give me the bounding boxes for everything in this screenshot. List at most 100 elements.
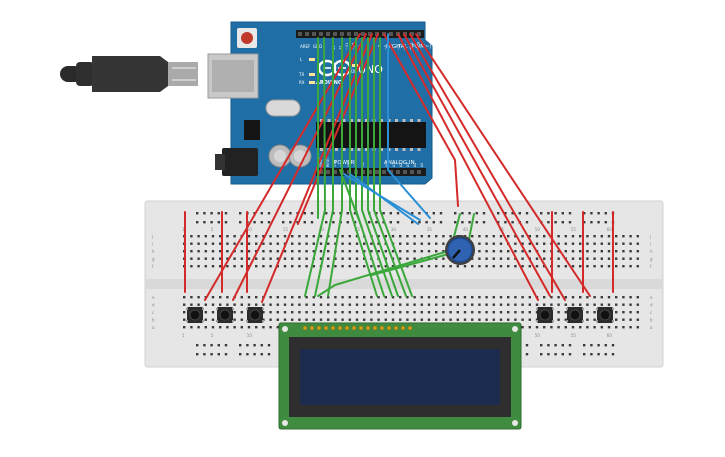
digital-pin-hole[interactable] (347, 32, 351, 36)
digital-pin-hole[interactable] (333, 32, 337, 36)
red-wire-button6[interactable] (409, 33, 566, 301)
green-wire-lcd6[interactable] (361, 37, 393, 297)
column-number: 60 (607, 333, 613, 338)
red-wire-rail[interactable] (297, 33, 379, 225)
green-wire-lcd7[interactable] (367, 37, 399, 297)
analog-pin-label: A3 (406, 163, 410, 167)
green-wire-pot-lcd[interactable] (371, 254, 446, 276)
lcd-pin[interactable] (407, 325, 413, 331)
red-wire-5v[interactable] (383, 33, 459, 207)
red-wire-button5[interactable] (403, 33, 551, 297)
power-analog-pin-hole[interactable] (396, 170, 400, 174)
red-wire-button1[interactable] (204, 33, 361, 301)
push-button[interactable] (596, 307, 614, 323)
column-number: 5 (211, 333, 214, 338)
push-button[interactable] (566, 307, 584, 323)
row-letter: f (152, 264, 154, 269)
potentiometer[interactable] (445, 235, 475, 265)
digital-pin-hole[interactable] (326, 32, 330, 36)
lcd-pin[interactable] (323, 325, 329, 331)
lcd-pin[interactable] (400, 325, 406, 331)
lcd-pin[interactable] (351, 325, 357, 331)
digital-pin-hole[interactable] (389, 32, 393, 36)
blue-wire-1[interactable] (387, 33, 431, 219)
green-wire-power[interactable] (339, 169, 363, 229)
wires[interactable] (184, 33, 614, 303)
lcd-pin[interactable] (379, 325, 385, 331)
lcd-pin[interactable] (316, 325, 322, 331)
digital-pin-hole[interactable] (298, 32, 302, 36)
red-wire-button2[interactable] (232, 33, 367, 301)
green-wire-pot-wiper[interactable] (317, 251, 446, 297)
lcd-pin[interactable] (330, 325, 336, 331)
row-letter: d (152, 303, 155, 308)
lcd-pin[interactable] (337, 325, 343, 331)
push-button[interactable] (536, 307, 554, 323)
chip-pin (350, 148, 353, 151)
row-letter: j (151, 234, 153, 239)
digital-pin-hole[interactable] (305, 32, 309, 36)
green-wire-lcd2[interactable] (314, 37, 334, 297)
power-pin-label: RESET (326, 157, 330, 167)
power-analog-pin-hole[interactable] (333, 170, 337, 174)
green-wire-lcd1[interactable] (304, 37, 326, 297)
column-number: 1 (182, 333, 185, 338)
led-l-icon (309, 58, 315, 61)
lcd-pin[interactable] (344, 325, 350, 331)
blue-wire-3[interactable] (349, 173, 419, 225)
power-analog-pin-hole[interactable] (319, 170, 323, 174)
chip-pin (350, 119, 353, 122)
digital-pin-hole[interactable] (312, 32, 316, 36)
digital-pin-hole[interactable] (417, 32, 421, 36)
green-wire-lcd3[interactable] (327, 37, 343, 297)
digital-pin-label: ~5 (384, 45, 388, 50)
lcd-pin[interactable] (386, 325, 392, 331)
usb-cable[interactable] (60, 56, 198, 92)
push-button-cap-icon[interactable] (569, 309, 581, 321)
digital-pin-hole[interactable] (410, 32, 414, 36)
push-button-cap-icon[interactable] (539, 309, 551, 321)
reset-button-cap (241, 32, 253, 44)
push-button-cap-icon[interactable] (249, 309, 261, 321)
power-analog-pin-hole[interactable] (403, 170, 407, 174)
power-analog-pin-hole[interactable] (410, 170, 414, 174)
row-letter: a (152, 325, 155, 330)
lcd-pin[interactable] (365, 325, 371, 331)
push-buttons[interactable] (186, 307, 614, 323)
digital-pin-hole[interactable] (354, 32, 358, 36)
lcd-pin[interactable] (302, 325, 308, 331)
digital-pin-label: ~11 (345, 43, 349, 50)
red-wire-button7[interactable] (415, 33, 591, 297)
power-analog-pin-hole[interactable] (326, 170, 330, 174)
power-analog-pin-hole[interactable] (368, 170, 372, 174)
lcd-pin[interactable] (393, 325, 399, 331)
lcd-pin[interactable] (372, 325, 378, 331)
lcd-16x2[interactable] (278, 322, 522, 430)
row-letter: e (650, 295, 653, 300)
power-analog-pin-hole[interactable] (417, 170, 421, 174)
label-analog-in: ANALOG IN (384, 160, 415, 166)
label-aref: AREF (300, 44, 311, 49)
push-button-cap-icon[interactable] (599, 309, 611, 321)
chip-pin (402, 148, 406, 151)
column-number: 15 (283, 227, 289, 232)
lcd-pin[interactable] (309, 325, 315, 331)
power-analog-pin-hole[interactable] (375, 170, 379, 174)
lcd-pin[interactable] (358, 325, 364, 331)
digital-pin-hole[interactable] (361, 32, 365, 36)
push-button[interactable] (246, 307, 264, 323)
digital-pin-hole[interactable] (340, 32, 344, 36)
usb-cable-boot (76, 62, 94, 86)
digital-pin-hole[interactable] (368, 32, 372, 36)
row-letter: i (152, 242, 153, 247)
digital-pin-hole[interactable] (319, 32, 323, 36)
push-button-cap-icon[interactable] (219, 309, 231, 321)
red-wire-button4[interactable] (397, 33, 539, 301)
column-number: 10 (247, 227, 253, 232)
green-wire-lcd4[interactable] (349, 37, 378, 297)
digital-pin-label: 12 (339, 46, 343, 50)
power-analog-pin-hole[interactable] (382, 170, 386, 174)
push-button[interactable] (216, 307, 234, 323)
push-button[interactable] (186, 307, 204, 323)
push-button-cap-icon[interactable] (189, 309, 201, 321)
